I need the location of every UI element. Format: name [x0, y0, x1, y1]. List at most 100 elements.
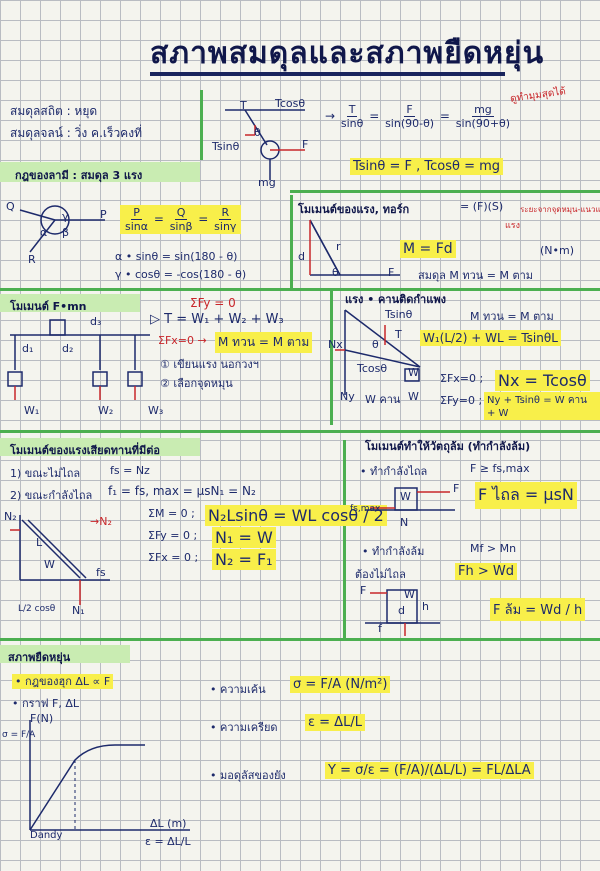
friction-l2: f₁ = fs, max = μsN₁ = N₂	[108, 484, 256, 498]
tip-c4: F ล้ม = Wd / h	[490, 598, 586, 621]
slide-n: N	[400, 516, 409, 529]
moment-balance: สมดุล M ทวน = M ตาม	[418, 269, 534, 282]
vec-p: P	[100, 208, 107, 221]
stress-label: • ความเค้น	[210, 683, 266, 696]
friction-e1-label: ΣM = 0 ;	[148, 507, 195, 520]
friction-e3: N₂ = F₁	[212, 549, 276, 570]
friction-l1-label: 1) ขณะไม่ไถล	[10, 467, 81, 480]
lamp-figure	[225, 109, 305, 180]
angle-beta: β	[62, 226, 70, 239]
divider	[343, 440, 346, 640]
tip-header: โมเมนต์ทำให้วัตถุล้ม (ทำกำลังล้ม)	[365, 440, 531, 453]
hinge-eq4-label: ΣFy=0 ;	[440, 394, 483, 407]
fm-header-bar	[0, 294, 140, 312]
vec-r: R	[28, 253, 36, 266]
graph-y2-label: σ = F/A	[2, 730, 36, 740]
equilibrium-eq: Tsinθ = F , Tcosθ = mg	[350, 158, 504, 175]
vec-q: Q	[6, 200, 15, 213]
elastic-header: สภาพยืดหยุ่น	[8, 651, 71, 664]
ladder-figure	[10, 515, 110, 605]
fig-label-theta: θ	[254, 126, 261, 139]
moment-d: d	[298, 250, 305, 263]
stress-eq: σ = F/A (N/m²)	[290, 676, 391, 693]
friction-e2-label: ΣFy = 0 ;	[148, 529, 198, 542]
fm-eq3: M ทวน = M ตาม	[215, 332, 313, 353]
tip-d: d	[398, 604, 405, 617]
hinge-w: W	[408, 390, 419, 403]
slide-f: F	[453, 482, 460, 495]
fm-eq1: ΣFy = 0	[190, 296, 236, 310]
tip-h: h	[422, 600, 429, 613]
hinge-theta: θ	[372, 338, 379, 351]
tip-c2-label: • ทำกำลังล้ม	[362, 545, 425, 558]
slide-figure	[365, 487, 455, 511]
moment-head-eq: = (F)(S)	[460, 200, 504, 213]
graph-x-label: ΔL (m)	[150, 817, 187, 830]
divider	[200, 90, 203, 160]
ladder-fs: fs	[96, 566, 106, 579]
friction-l1: fs = Nz	[110, 464, 150, 477]
hinge-eq2: W₁(L/2) + WL = TsinθL	[420, 330, 561, 346]
tip-f: F	[360, 584, 367, 597]
tip-c1: F ≥ fs,max	[470, 462, 530, 475]
divider	[290, 195, 293, 290]
moment-theta: θ	[332, 266, 339, 279]
young-eq: Y = σ/ε = (F/A)/(ΔL/L) = FL/ΔLA	[325, 762, 534, 779]
tip-c1-hl: F ไถล = μsN	[475, 482, 577, 509]
moment-f: F	[388, 266, 395, 279]
lami-header: กฎของลามี : สมดุล 3 แรง	[15, 169, 143, 182]
lami-header-bar	[0, 162, 200, 182]
fm-figure	[7, 319, 150, 400]
tip-figure	[365, 589, 440, 636]
angle-gamma: γ	[62, 210, 69, 223]
ladder-l: L	[36, 536, 43, 549]
s1-line1: สมดุลสถิต : หยุด	[10, 104, 98, 118]
fig-label-tcos: Tcosθ	[275, 97, 306, 110]
hinge-w-box: W	[408, 366, 419, 379]
fm-d3: d₃	[90, 315, 102, 328]
fm-w2: W₂	[98, 404, 114, 417]
fig-label-f: F	[302, 138, 309, 151]
friction-l2-label: 2) ขณะกำลังไถล	[10, 489, 93, 502]
moment-sub-red: แรง	[505, 221, 521, 231]
hinge-tsin: Tsinθ	[385, 308, 413, 321]
strain-label: • ความเครียด	[210, 721, 278, 734]
moment-unit: (N•m)	[540, 244, 575, 257]
fm-eq2: ▷ T = W₁ + W₂ + W₃	[150, 312, 284, 327]
lami-figure	[19, 205, 105, 253]
fm-step1: ① เขียนแรง นอกวงฯ	[160, 358, 259, 371]
ladder-n1: N₁	[72, 604, 85, 617]
red-note: ดูทำมุมสุดได้	[509, 86, 567, 105]
tip-c1-label: • ทำกำลังไถล	[360, 465, 428, 478]
stress-strain-graph	[29, 720, 190, 831]
elastic-i1: • กฎของฮุก ΔL ∝ F	[12, 672, 114, 690]
graph-x2-label: ε = ΔL/L	[145, 835, 191, 848]
angle-alpha: α	[40, 226, 48, 239]
divider	[290, 190, 600, 193]
hinge-t: T	[395, 328, 402, 341]
hinge-eq3-label: ΣFx=0 ;	[440, 372, 484, 385]
fig-label-t: T	[240, 99, 247, 112]
fm-d2: d₂	[62, 342, 74, 355]
hinge-tcos: Tcosθ	[357, 362, 388, 375]
moment-figure	[309, 219, 400, 276]
fm-step2: ② เลือกจุดหมุน	[160, 377, 233, 390]
moment-head-red: ระยะจากจุดหมุน-แนวแรง	[520, 205, 600, 214]
ladder-n2-arrow: →N₂	[90, 515, 112, 528]
hinge-figure	[335, 309, 421, 395]
lami-line1: α • sinθ = sin(180 - θ)	[115, 250, 238, 263]
page-title: สภาพสมดุลและสภาพยืดหยุ่น	[150, 36, 545, 71]
tip-w: W	[404, 588, 415, 601]
title-underline	[150, 72, 505, 76]
divider	[0, 638, 600, 641]
friction-header-bar	[0, 438, 200, 456]
s1-line2: สมดุลจลน์ : วิ่ง ค.เร็วคงที่	[10, 126, 142, 140]
friction-e3-label: ΣFx = 0 ;	[148, 551, 199, 564]
fm-header: โมเมนต์ F•mn	[10, 300, 87, 313]
fig-label-mg: mg	[258, 176, 276, 189]
tip-c3-label: ต้องไม่ไถล	[355, 568, 406, 581]
moment-eq: M = Fd	[400, 240, 456, 258]
hinge-wbeam: W คาน	[365, 393, 401, 406]
elastic-i2: • กราฟ F, ΔL	[12, 697, 79, 710]
friction-e2: N₁ = W	[212, 527, 276, 548]
